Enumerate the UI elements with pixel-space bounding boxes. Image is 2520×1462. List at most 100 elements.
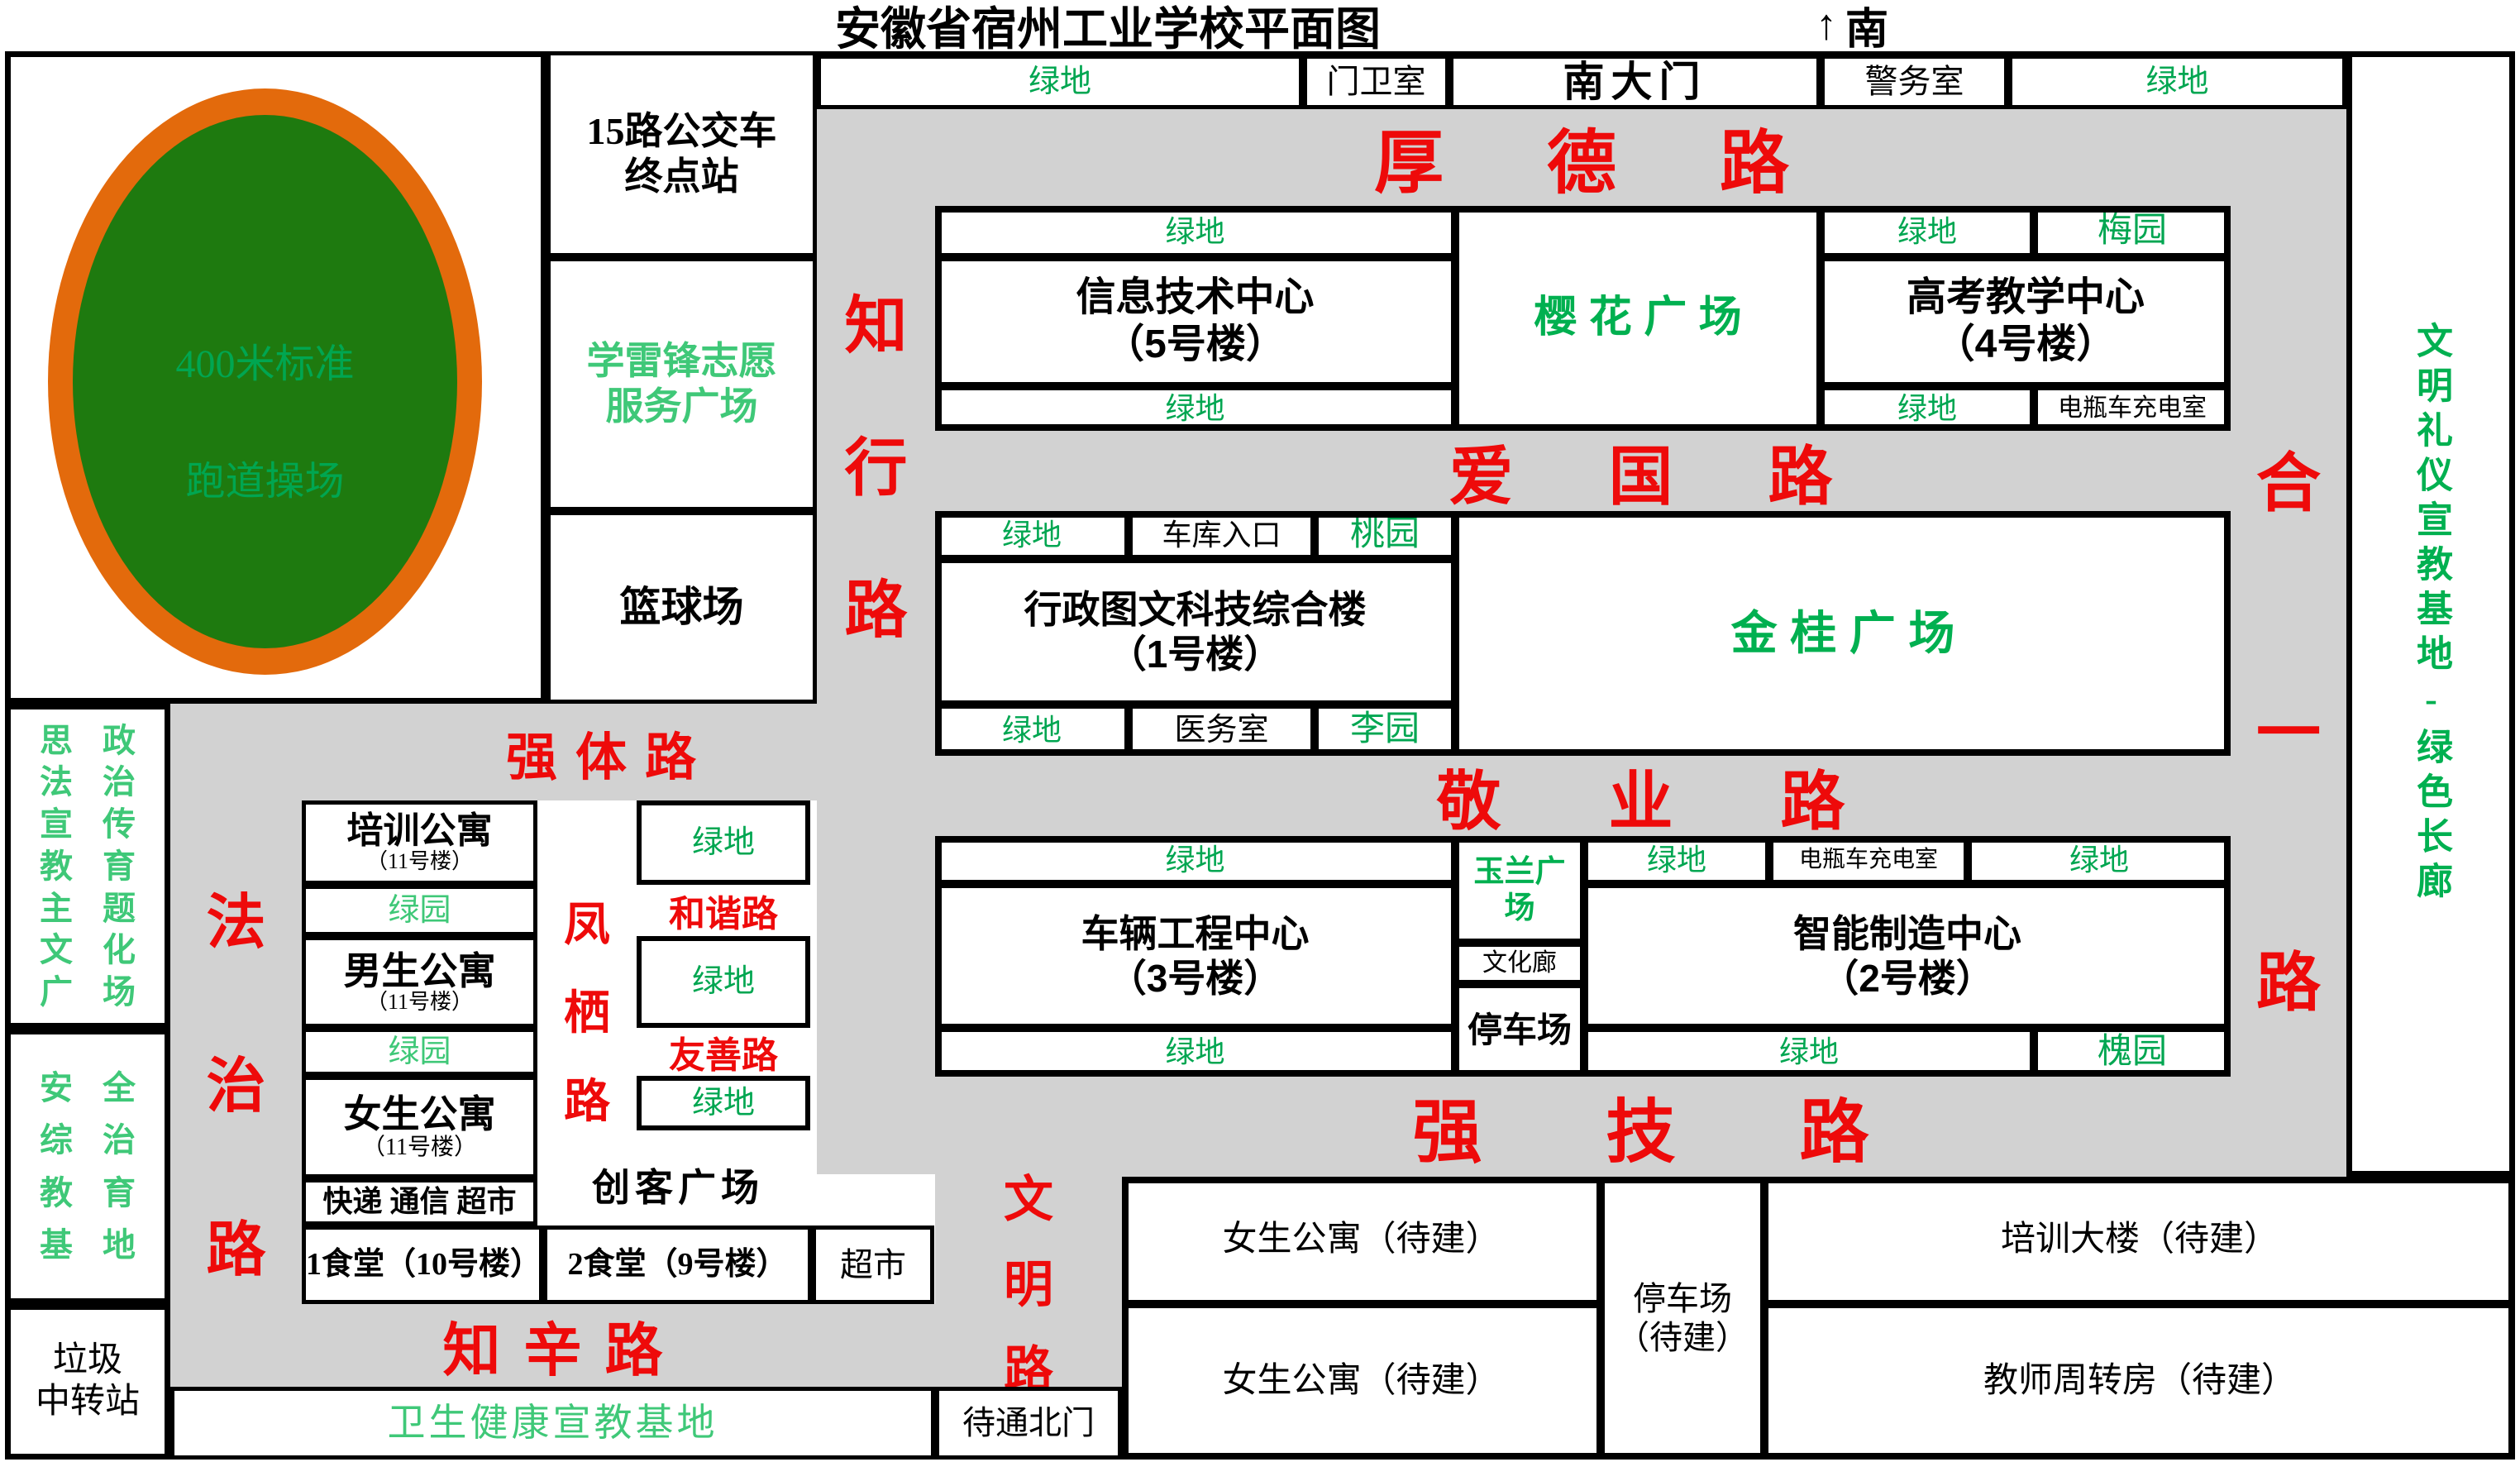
compass-label: 南 [1845, 6, 1888, 54]
b3-green-bottom: 绿地 [935, 1028, 1455, 1077]
cell-health-base: 卫生健康宣教基地 [170, 1387, 935, 1460]
b3-right-green-top2: 绿地 [1968, 836, 2231, 884]
road-char: 国 [1608, 440, 1673, 513]
road-fazhi-surface [170, 704, 302, 1387]
ideology-row: 教 育 [40, 847, 136, 885]
b1-sakura-plaza: 樱 花 广 场 [1455, 206, 1821, 431]
bus-terminal-line1: 15路公交车 [586, 110, 777, 153]
cell-south-gate: 南大门 [1449, 55, 1821, 109]
cell-dorm-green-3: 绿地 [637, 1076, 810, 1130]
smart-line1: 智能制造中心 [1793, 911, 2021, 955]
parking-pending-line1: 停车场 [1633, 1279, 1732, 1317]
b3-right-green-bottom: 绿地 [1584, 1028, 2034, 1077]
cell-green-top-left: 绿地 [817, 55, 1303, 109]
road-char: 合 [2255, 447, 2321, 519]
track-field [73, 115, 457, 648]
b2-green-top: 绿地 [935, 511, 1129, 559]
cell-female-pending-2: 女生公寓（待建） [1122, 1304, 1601, 1460]
cell-lvyuan-2: 绿园 [302, 1028, 537, 1076]
road-char: 路 [844, 576, 908, 646]
road-label-wenming: 文明路 [935, 1173, 1122, 1398]
road-aiguo-surface [935, 431, 2346, 511]
vehicle-line2: （3号楼） [1108, 957, 1282, 1000]
cell-shop: 超市 [812, 1226, 934, 1304]
b2-clinic: 医务室 [1129, 705, 1315, 756]
cell-parking-pending: 停车场 （待建） [1601, 1177, 1764, 1460]
road-char: 德 [1546, 126, 1616, 203]
safety-row: 教 育 [40, 1173, 136, 1211]
b3-culture-gallery: 文化廊 [1455, 943, 1584, 984]
bus-terminal-line2: 终点站 [624, 155, 739, 198]
b2-admin-building: 行政图文科技综合楼 （1号楼） [935, 559, 1455, 705]
road-char: 知 [442, 1319, 501, 1383]
cell-ideology-plaza: 思 政 法 治 宣 传 教 育 主 题 文 化 广 场 [5, 704, 170, 1029]
track-label-line2: 跑道操场 [185, 460, 345, 504]
page-title: 安徽省宿州工业学校平面图 [834, 4, 1381, 55]
gaokao-line2: （4号楼） [1935, 322, 2117, 366]
cell-canteen-2: 2食堂（9号楼） [543, 1226, 812, 1304]
road-char: 路 [2255, 947, 2321, 1019]
garbage-line1: 垃圾 [52, 1341, 122, 1380]
road-char: 明 [1004, 1257, 1053, 1312]
b3-charging-room: 电瓶车充电室 [1769, 836, 1968, 884]
b1-gaokao-center: 高考教学中心 （4号楼） [1821, 257, 2231, 386]
road-label-jingye: 敬业路 [935, 756, 2346, 838]
road-char: 敬 [1436, 765, 1501, 838]
smart-line2: （2号楼） [1821, 957, 1994, 1000]
road-char: 辛 [523, 1319, 582, 1383]
road-char: 强 [505, 729, 557, 786]
road-label-zhixing: 知行路 [817, 109, 935, 1340]
cell-services: 快递 通信 超市 [302, 1178, 537, 1226]
b1-it-center: 信息技术中心 （5号楼） [935, 257, 1455, 386]
road-zhixing-surface [817, 109, 935, 1174]
garbage-line2: 中转站 [35, 1383, 140, 1421]
road-label-houde: 厚德路 [817, 109, 2346, 206]
road-qiangti-surface [170, 704, 817, 800]
compass: ↑南 [1761, 0, 1943, 54]
road-label-aiguo: 爱国路 [935, 431, 2346, 513]
cell-dorm-green-2: 绿地 [637, 936, 810, 1028]
b1-meiyuan: 梅园 [2034, 206, 2231, 257]
b1-green-top: 绿地 [935, 206, 1455, 257]
b2-garage-entry: 车库入口 [1129, 511, 1315, 559]
road-char: 栖 [564, 988, 610, 1039]
road-label-fazhi: 法治路 [170, 704, 302, 1462]
road-char: 爱 [1449, 440, 1514, 513]
ideology-row: 宣 传 [40, 805, 136, 843]
road-label-fengqi: 凤栖路 [537, 800, 637, 1261]
road-char: 治 [206, 1054, 266, 1120]
safety-row: 综 治 [40, 1121, 136, 1159]
cell-north-gate: 待通北门 [935, 1387, 1122, 1460]
road-char: 路 [1799, 1095, 1869, 1172]
b2-jingui-plaza: 金 桂 广 场 [1455, 511, 2231, 756]
male-apartment-name: 男生公寓 [343, 948, 496, 992]
track-label: 400米标准 跑道操场 [73, 331, 457, 506]
safety-row: 基 地 [40, 1226, 136, 1264]
label-maker-plaza: 创客广场 [592, 1165, 764, 1209]
cell-east-corridor: 文明礼仪宣教基地-绿色长廊 [2346, 51, 2515, 1177]
b3-green-top: 绿地 [935, 836, 1455, 884]
road-char: 技 [1606, 1095, 1676, 1172]
male-apartment-sub: （11号楼） [365, 990, 474, 1014]
cell-dorm-green-1: 绿地 [637, 800, 810, 885]
b1-charging-room: 电瓶车充电室 [2034, 386, 2231, 431]
training-apartment-sub: （11号楼） [365, 849, 474, 874]
road-char: 行 [844, 434, 908, 504]
b2-taoyuan: 桃园 [1315, 511, 1455, 559]
east-corridor-label: 文明礼仪宣教基地-绿色长廊 [2410, 322, 2451, 906]
b3-vehicle-center: 车辆工程中心 （3号楼） [935, 884, 1455, 1028]
road-char: 体 [575, 729, 627, 786]
admin-line2: （1号楼） [1108, 633, 1282, 676]
road-char: 路 [564, 1077, 610, 1128]
b2-liyuan: 李园 [1315, 705, 1455, 756]
ideology-row: 广 场 [40, 973, 136, 1011]
cell-female-apartment: 女生公寓 （11号楼） [302, 1076, 537, 1178]
cell-safety-base: 安 全 综 治 教 育 基 地 [5, 1029, 170, 1304]
leifeng-line1: 学雷锋志愿 [586, 340, 777, 383]
north-arrow-icon: ↑ [1815, 1, 1837, 49]
b3-yulan-plaza: 玉兰广场 [1455, 836, 1584, 943]
road-char: 强 [1412, 1095, 1482, 1172]
road-char: 路 [1720, 126, 1790, 203]
road-char: 路 [1768, 440, 1833, 513]
road-label-heyi: 合一路 [2231, 109, 2346, 1462]
